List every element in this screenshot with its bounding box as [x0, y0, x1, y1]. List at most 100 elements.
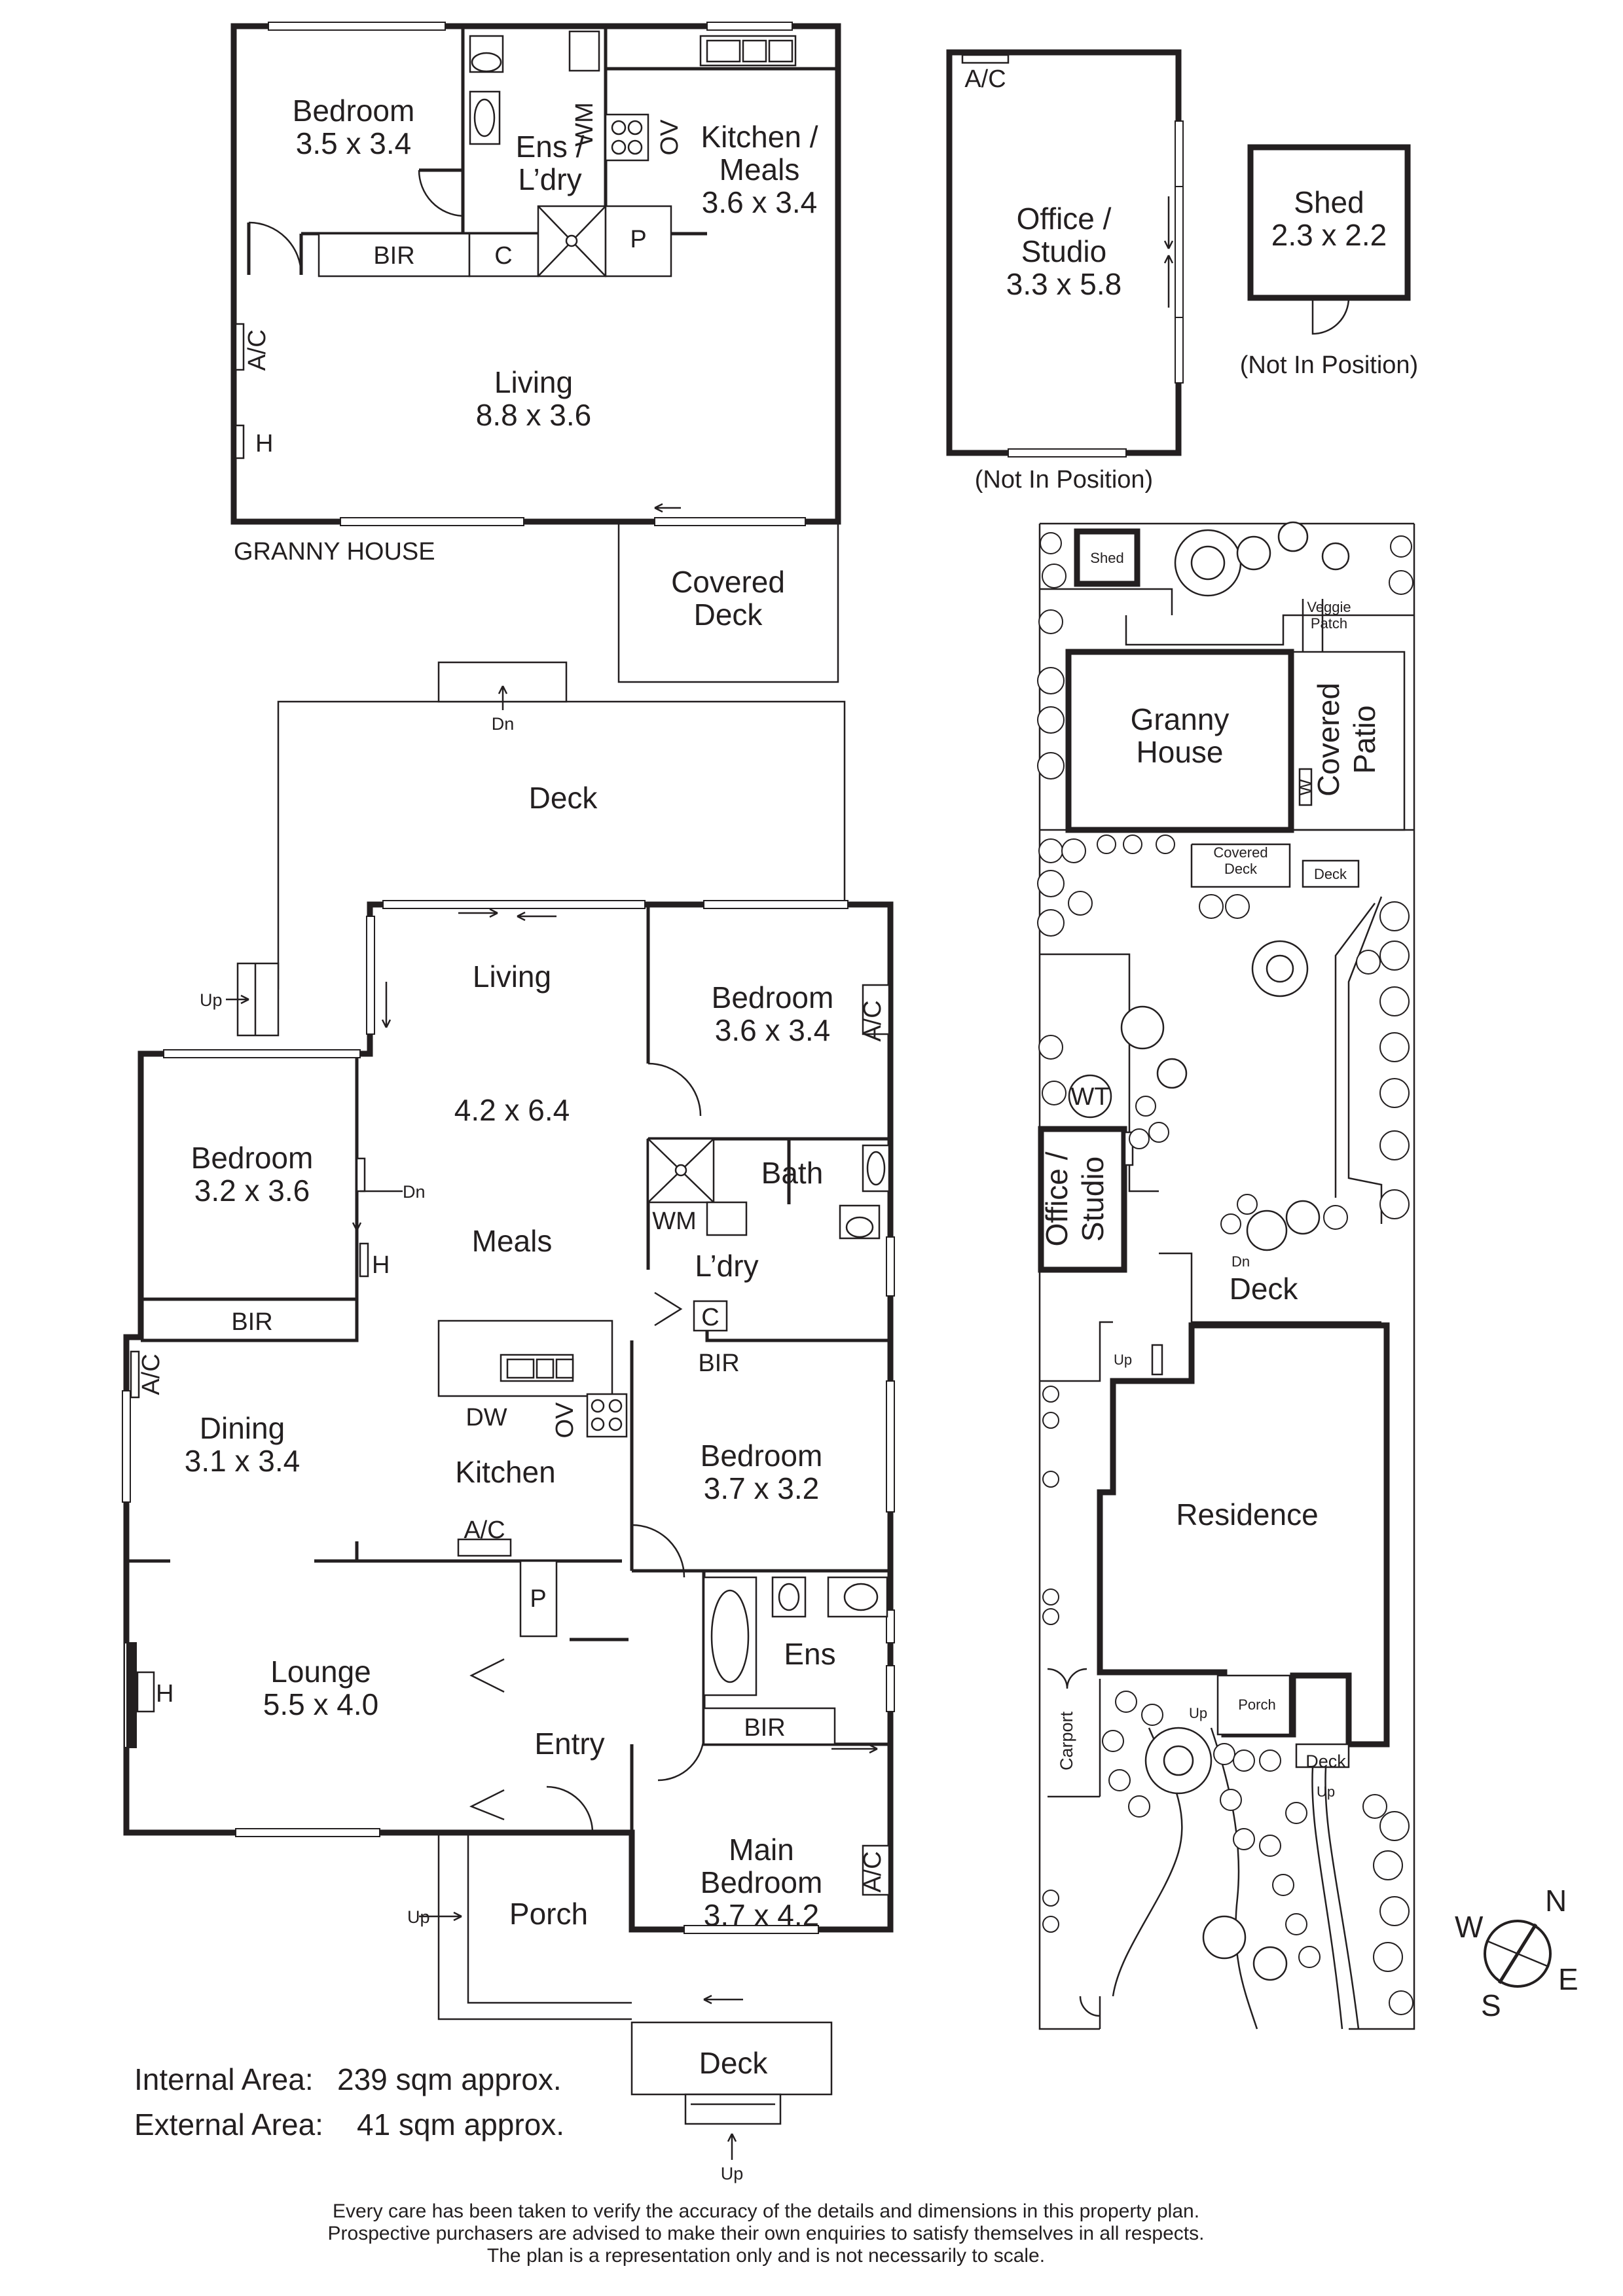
site-covered-deck-label-1: Covered [1213, 844, 1267, 861]
office-dim: 3.3 x 5.8 [1006, 267, 1122, 301]
site-granny-label-1: Granny [1131, 702, 1230, 736]
lounge-h: H [156, 1680, 173, 1708]
granny-house-title: GRANNY HOUSE [234, 538, 435, 565]
site-deck-label: Deck [1314, 866, 1347, 882]
covered-patio-label-2: Patio [1347, 706, 1381, 774]
granny-ov-label: OV [656, 119, 684, 156]
covered-deck-label-2: Deck [694, 598, 763, 632]
disclaimer: Every care has been taken to verify the … [328, 2200, 1205, 2267]
office-note: (Not In Position) [975, 466, 1153, 493]
bedroom-e-dim: 3.7 x 3.2 [704, 1471, 819, 1505]
site-office-label-2: Studio [1076, 1157, 1110, 1242]
deck-top-up: Up [200, 990, 223, 1010]
bedroom-w-label: Bedroom [191, 1141, 314, 1175]
living-label: Living [473, 960, 551, 994]
bedroom-w-dim: 3.2 x 3.6 [194, 1174, 310, 1208]
veggie-patch-label-2: Patch [1311, 615, 1347, 632]
site-plan: Shed Veggie Patch Granny House Covered P… [1037, 521, 1415, 2030]
living-dim: 4.2 x 6.4 [454, 1093, 570, 1127]
bedroom-w-bir: BIR [231, 1308, 272, 1336]
office-label-2: Studio [1021, 234, 1106, 268]
bedroom-e-bir: BIR [698, 1350, 739, 1377]
carport-label: Carport [1057, 1711, 1076, 1770]
granny-kitchen-label-1: Kitchen / [701, 120, 818, 154]
meals-label: Meals [472, 1224, 553, 1258]
laundry-c: C [701, 1304, 719, 1331]
kitchen-ac: A/C [464, 1516, 505, 1544]
granny-bedroom-label: Bedroom [293, 94, 415, 128]
external-area-value: 41 sqm approx. [357, 2108, 564, 2142]
granny-ac-label: A/C [244, 329, 271, 370]
bedroom-w-h: H [372, 1251, 390, 1279]
granny-kitchen-label-2: Meals [720, 152, 800, 187]
shed-note: (Not In Position) [1240, 351, 1418, 379]
disclaimer-line-1: Every care has been taken to verify the … [333, 2200, 1199, 2222]
deck-bottom-up: Up [721, 2164, 744, 2183]
compass-s: S [1481, 1988, 1501, 2022]
site-front-deck-label: Deck [1305, 1751, 1346, 1771]
internal-area-value: 239 sqm approx. [337, 2062, 562, 2096]
shed: Shed 2.3 x 2.2 (Not In Position) [1240, 144, 1418, 379]
kitchen-dw: DW [465, 1404, 507, 1431]
bedroom-ne-label: Bedroom [712, 980, 834, 1014]
lounge-dim: 5.5 x 4.0 [263, 1687, 378, 1721]
external-area-label: External Area: [134, 2108, 323, 2142]
pantry-label: P [530, 1585, 546, 1613]
compass-e: E [1558, 1962, 1578, 1996]
main-bedroom-dim: 3.7 x 4.2 [704, 1898, 819, 1932]
dining-ac: A/C [137, 1354, 165, 1395]
garden-trees [1120, 521, 1350, 1981]
deck-top-label: Deck [529, 781, 598, 815]
laundry-label: L’dry [695, 1249, 758, 1283]
area-summary: Internal Area: 239 sqm approx. External … [134, 2062, 564, 2142]
office-ac-label: A/C [964, 65, 1006, 93]
site-office-label-1: Office / [1040, 1151, 1074, 1246]
granny-ens-label-1: Ens / [516, 130, 585, 164]
entry-label: Entry [534, 1727, 604, 1761]
kitchen-label: Kitchen [455, 1455, 555, 1489]
shed-dim: 2.3 x 2.2 [1271, 218, 1387, 252]
site-shed-label: Shed [1090, 550, 1123, 566]
compass-icon: N E S W [1455, 1884, 1578, 2022]
granny-house: Bedroom 3.5 x 3.4 Ens / L’dry Kitchen / … [230, 22, 841, 565]
porch-label: Porch [509, 1897, 588, 1931]
kitchen-ov: OV [551, 1402, 579, 1439]
bedroom-w-dn: Dn [403, 1182, 426, 1202]
bedroom-ne-ac: A/C [859, 1000, 886, 1041]
site-deck-main-label: Deck [1230, 1272, 1299, 1306]
laundry-wm: WM [652, 1208, 697, 1235]
granny-living-label: Living [494, 365, 573, 399]
site-covered-deck-label-2: Deck [1224, 861, 1258, 877]
main-bedroom-label-1: Main [729, 1833, 794, 1867]
granny-wm-label: WM [571, 102, 598, 147]
internal-area-label: Internal Area: [134, 2062, 314, 2096]
lounge-label: Lounge [270, 1655, 371, 1689]
bedroom-e-label: Bedroom [701, 1439, 823, 1473]
granny-p-label: P [630, 226, 646, 253]
site-porch-label: Porch [1238, 1696, 1275, 1713]
shed-label: Shed [1294, 185, 1364, 219]
granny-h-label: H [255, 430, 273, 457]
granny-ens-label-2: L’dry [518, 162, 581, 196]
deck-top-dn: Dn [492, 714, 515, 734]
porch-up: Up [407, 1907, 430, 1927]
granny-living-dim: 8.8 x 3.6 [476, 398, 591, 432]
deck-bottom-label: Deck [699, 2046, 769, 2080]
main-house: Deck Dn Up Living 4.2 x 6.4 Meals Bedroo… [122, 661, 895, 2183]
covered-deck: Covered Deck [617, 522, 839, 683]
main-bedroom-ac: A/C [859, 1851, 886, 1892]
garden-shrubs [1037, 532, 1413, 2015]
compass-n: N [1545, 1884, 1567, 1918]
site-w-label: W [1296, 779, 1315, 796]
granny-c-label: C [494, 242, 512, 270]
bedroom-ne-dim: 3.6 x 3.4 [715, 1013, 830, 1047]
office-studio: A/C Office / Studio 3.3 x 5.8 (Not In Po… [946, 49, 1184, 493]
disclaimer-line-2: Prospective purchasers are advised to ma… [328, 2223, 1205, 2244]
covered-deck-label-1: Covered [671, 565, 785, 599]
site-dn-label: Dn [1231, 1253, 1250, 1270]
bath-label: Bath [761, 1156, 824, 1190]
granny-kitchen-dim: 3.6 x 3.4 [702, 185, 817, 219]
residence-label: Residence [1176, 1498, 1318, 1532]
compass-w: W [1455, 1910, 1484, 1944]
